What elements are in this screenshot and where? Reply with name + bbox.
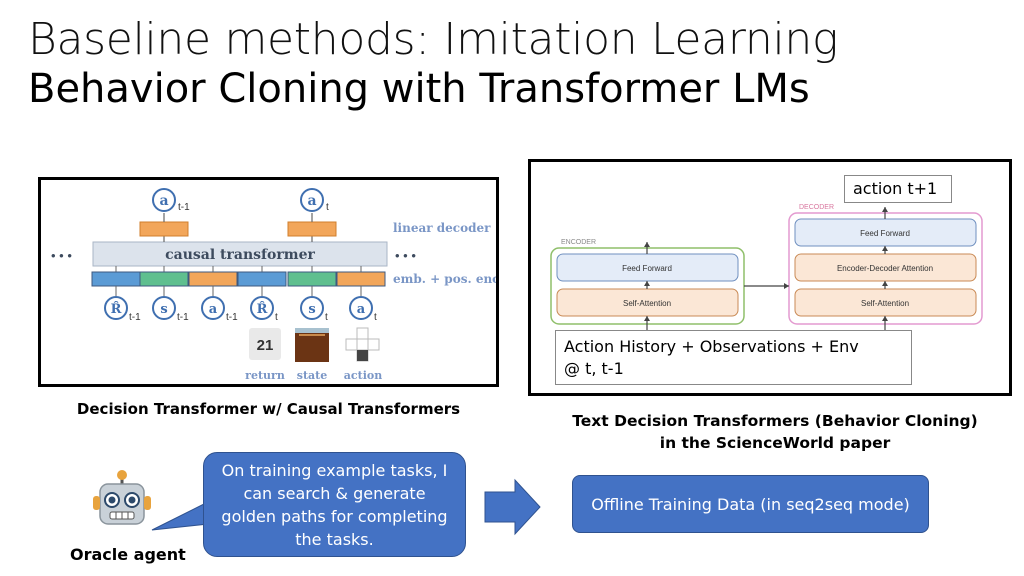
encoder-block-label-1: Self-Attention (623, 299, 671, 308)
bottom-token-circle-4 (300, 296, 324, 320)
enc-output-arrow-head (644, 242, 650, 247)
dec-internal-arrow-2-head (882, 246, 888, 251)
tdt-caption: Text Decision Transformers (Behavior Clo… (540, 410, 1010, 454)
history-line-1: Action History + Observations + Env (564, 337, 859, 356)
state-image (295, 328, 329, 362)
dec-internal-arrow-1-head (882, 281, 888, 286)
embedding-segment-3 (237, 271, 287, 287)
ellipsis-left: • • • (51, 248, 72, 263)
linear-decoder-box-1 (287, 221, 337, 237)
tdt-caption-line-2: in the ScienceWorld paper (659, 434, 891, 452)
decoder-block-label-0: Feed Forward (860, 229, 910, 238)
top-token-sub-1: t (326, 202, 329, 213)
top-token-circle-0 (152, 188, 176, 212)
embedding-segment-5 (336, 271, 386, 287)
bottom-token-symbol-3: R̂ (257, 301, 268, 317)
right-arrow-icon (484, 478, 541, 536)
bottom-token-symbol-0: R̂ (111, 301, 122, 317)
return-value: 21 (257, 337, 274, 354)
top-token-symbol-1: a (307, 193, 316, 209)
causal-transformer-label: causal transformer (165, 247, 315, 263)
encoder-label: ENCODER (561, 239, 596, 246)
enc-internal-arrow-head (644, 281, 650, 286)
linear-decoder-box-0 (139, 221, 189, 237)
offline-training-data-box: Offline Training Data (in seq2seq mode) (572, 475, 929, 533)
bottom-token-sub-5: t (374, 312, 377, 323)
tdt-caption-line-1: Text Decision Transformers (Behavior Clo… (572, 412, 978, 430)
decoder-block-label-1: Encoder-Decoder Attention (837, 264, 933, 273)
action-cross-active (357, 350, 368, 361)
bottom-label-state: state (297, 369, 327, 382)
bottom-token-sub-1: t-1 (177, 312, 189, 323)
oracle-agent-label: Oracle agent (70, 545, 186, 564)
embedding-segment-0 (91, 271, 141, 287)
speech-bubble: On training example tasks, I can search … (203, 452, 466, 557)
decision-transformer-diagram: causal transformer • • • • • • linear decod… (51, 188, 496, 382)
title-line-1: Baseline methods: Imitation Learning (28, 14, 839, 65)
linear-decoder-label: linear decoder (393, 221, 491, 235)
bottom-token-circle-5 (349, 296, 373, 320)
dt-caption: Decision Transformer w/ Causal Transform… (76, 400, 461, 418)
bottom-token-symbol-2: a (209, 302, 218, 317)
bottom-token-circle-0 (104, 296, 128, 320)
decoder-block-label-2: Self-Attention (861, 299, 909, 308)
ellipsis-right: • • • (395, 248, 416, 263)
bottom-token-symbol-1: s (160, 302, 167, 317)
state-image-top (295, 328, 329, 333)
bottom-token-sub-3: t (275, 312, 278, 323)
bottom-token-circle-2 (201, 296, 225, 320)
emb-label: emb. + pos. enc. (393, 272, 496, 286)
encoder-block-label-0: Feed Forward (622, 264, 672, 273)
speech-bubble-tail (151, 501, 209, 531)
bottom-token-circle-3 (250, 296, 274, 320)
top-token-symbol-0: a (159, 193, 168, 209)
embedding-segment-2 (188, 271, 238, 287)
action-output-box: action t+1 (844, 175, 952, 203)
state-image-stripe (299, 334, 325, 336)
action-cross-h (345, 338, 380, 351)
return-tile (249, 328, 281, 360)
enc-to-dec-arrow-head (784, 283, 789, 289)
bottom-token-sub-4: t (325, 312, 328, 323)
bottom-token-sub-2: t-1 (226, 312, 238, 323)
dec-output-arrow-head (882, 207, 888, 212)
top-token-sub-0: t-1 (178, 202, 190, 213)
embedding-segment-4 (287, 271, 337, 287)
robot-icon (93, 470, 151, 525)
enc-input-arrow-head (644, 316, 650, 321)
bottom-token-circle-1 (152, 296, 176, 320)
top-token-circle-1 (300, 188, 324, 212)
dec-input-arrow-head (882, 316, 888, 321)
title-line-2: Behavior Cloning with Transformer LMs (28, 66, 810, 112)
bottom-token-symbol-5: a (357, 302, 366, 317)
history-line-2: @ t, t-1 (564, 359, 624, 378)
bottom-label-action: action (344, 369, 382, 382)
decision-transformer-figure: causal transformer • • • • • • linear decod… (38, 177, 499, 387)
embedding-segment-1 (139, 271, 189, 287)
bottom-token-symbol-4: s (308, 302, 315, 317)
causal-transformer-bar (92, 241, 388, 267)
bottom-label-return: return (245, 369, 285, 382)
history-input-box: Action History + Observations + Env @ t,… (555, 330, 912, 385)
decoder-label: DECODER (799, 204, 834, 211)
bottom-token-sub-0: t-1 (129, 312, 141, 323)
text-decision-transformer-diagram: ENCODER DECODER Feed ForwardSelf-Attention… (550, 204, 983, 330)
